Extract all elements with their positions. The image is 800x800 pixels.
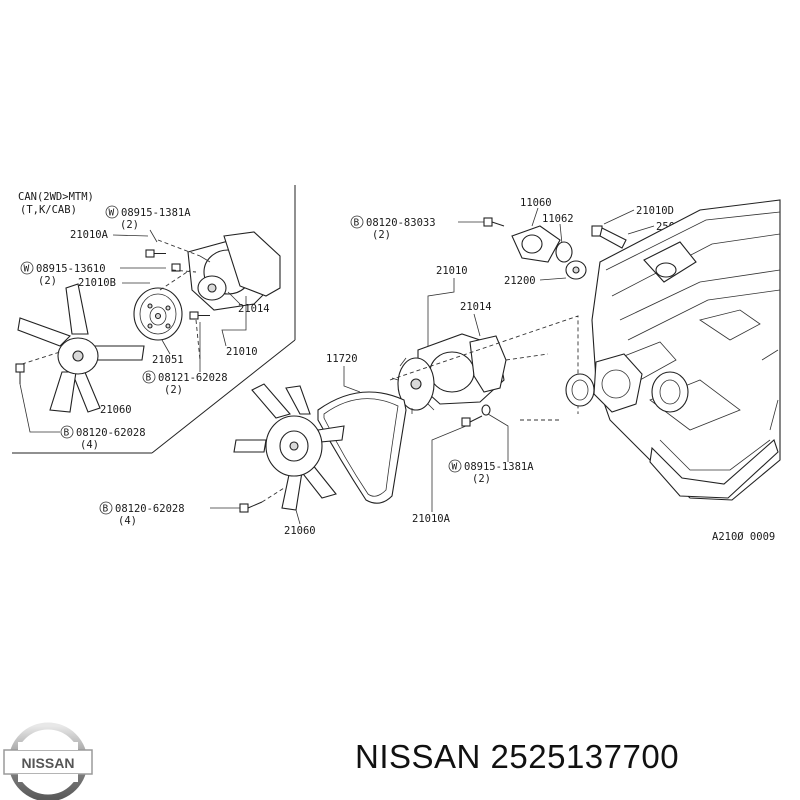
inset-washer-qty-2: (2) — [38, 275, 57, 287]
bolt-badge: B — [146, 373, 152, 384]
leader-line — [19, 383, 60, 433]
leader-line — [539, 277, 567, 281]
dash-guide — [21, 351, 61, 365]
leader-line — [295, 509, 301, 525]
main-label-21060: 21060 — [284, 525, 316, 537]
leader-line — [149, 229, 158, 243]
inset-washer-qty-1: (2) — [120, 219, 139, 231]
main-washer-callout: W — [448, 459, 462, 473]
main-bolt-qty-2: (4) — [118, 515, 137, 527]
main-label-11062: 11062 — [542, 213, 574, 225]
inset-label-21010a: 21010A — [70, 229, 109, 241]
main-label-11720: 11720 — [326, 353, 358, 365]
main-fan — [233, 383, 345, 511]
main-bolt-code-1: 08120-83033 — [366, 217, 436, 229]
bolt-badge: B — [64, 428, 70, 439]
inset-bolt-callout-1: B — [142, 370, 156, 384]
fan-belt — [317, 391, 407, 504]
main-label-21010a: 21010A — [412, 513, 451, 525]
washer-badge: W — [24, 264, 30, 275]
main-label-21014: 21014 — [460, 301, 492, 313]
main-bolt-icon — [483, 217, 505, 227]
leader-line — [227, 291, 241, 305]
engine-pulley — [651, 371, 689, 413]
temperature-sensor — [591, 225, 627, 249]
inset-bolt-code-1: 08121-62028 — [158, 372, 228, 384]
inset-washer-callout-2: W — [20, 261, 34, 275]
bolt-badge: B — [103, 504, 109, 515]
engine-gasket — [565, 373, 595, 407]
main-label-21010d: 21010D — [636, 205, 674, 217]
leader-line — [603, 209, 635, 225]
reference-code: A210Ø 0009 — [712, 531, 775, 543]
oil-pan — [649, 439, 779, 499]
thermostat-housing — [511, 225, 561, 263]
inset-pump-gasket — [223, 231, 281, 297]
leader-line — [531, 207, 539, 227]
inset-label-21010: 21010 — [226, 346, 258, 358]
inset-frame — [12, 185, 296, 454]
inset-bolt-qty-2: (4) — [80, 439, 99, 451]
engine-pump-mount — [593, 353, 643, 413]
main-label-21200: 21200 — [504, 275, 536, 287]
inset-bolt-icon — [145, 249, 210, 320]
main-bolt-code-2: 08120-62028 — [115, 503, 185, 515]
main-washer-qty: (2) — [472, 473, 491, 485]
inset-label-21060: 21060 — [100, 404, 132, 416]
main-washer-icon — [481, 404, 491, 416]
washer-badge: W — [109, 208, 115, 219]
main-bolt-callout-1: B — [350, 215, 364, 229]
dash-guide — [157, 239, 201, 361]
leader-line — [161, 339, 171, 355]
inset-bolt-code-2: 08120-62028 — [76, 427, 146, 439]
inset-washer-callout-1: W — [105, 205, 119, 219]
engine-block — [591, 199, 781, 501]
leader-line — [427, 278, 455, 348]
dash-guide — [261, 487, 285, 503]
bolt-badge: B — [354, 218, 360, 229]
leader-line — [343, 366, 361, 393]
dash-guide — [389, 315, 579, 421]
leader-line — [221, 296, 247, 347]
logo-lettering: NISSAN — [22, 755, 75, 771]
inset-label-21010b: 21010B — [78, 277, 116, 289]
nissan-logo: NISSAN — [3, 722, 93, 800]
inset-washer-code-2: 08915-13610 — [36, 263, 106, 275]
inset-washer-code-1: 08915-1381A — [121, 207, 191, 219]
washer-badge: W — [452, 462, 458, 473]
main-washer-code: 08915-1381A — [464, 461, 534, 473]
leader-line — [473, 313, 481, 337]
leader-line — [112, 234, 149, 237]
inset-title-line1: CAN(2WD>MTM) — [18, 191, 94, 203]
main-bolt-callout-2: B — [99, 501, 113, 515]
inset-label-21014: 21014 — [238, 303, 270, 315]
main-fan-bolt — [239, 501, 263, 513]
leader-line — [431, 425, 467, 512]
housing-gasket — [555, 241, 573, 263]
main-bolt-icon — [461, 415, 483, 427]
inset-pulley — [133, 287, 183, 341]
thermostat — [565, 260, 587, 280]
main-label-21010: 21010 — [436, 265, 468, 277]
leader-line — [627, 225, 655, 235]
inset-title-line2: (T,K/CAB) — [20, 204, 77, 216]
inset-fan-bolt — [15, 363, 25, 384]
inset-label-21051: 21051 — [152, 354, 184, 366]
leader-line — [559, 223, 563, 245]
main-bolt-qty-1: (2) — [372, 229, 391, 241]
leader-line — [487, 413, 509, 462]
inset-bolt-qty-1: (2) — [164, 384, 183, 396]
inset-fan — [17, 283, 145, 413]
part-caption: NISSAN 2525137700 — [355, 738, 680, 775]
main-label-11060: 11060 — [520, 197, 552, 209]
inset-bolt-callout-2: B — [60, 425, 74, 439]
